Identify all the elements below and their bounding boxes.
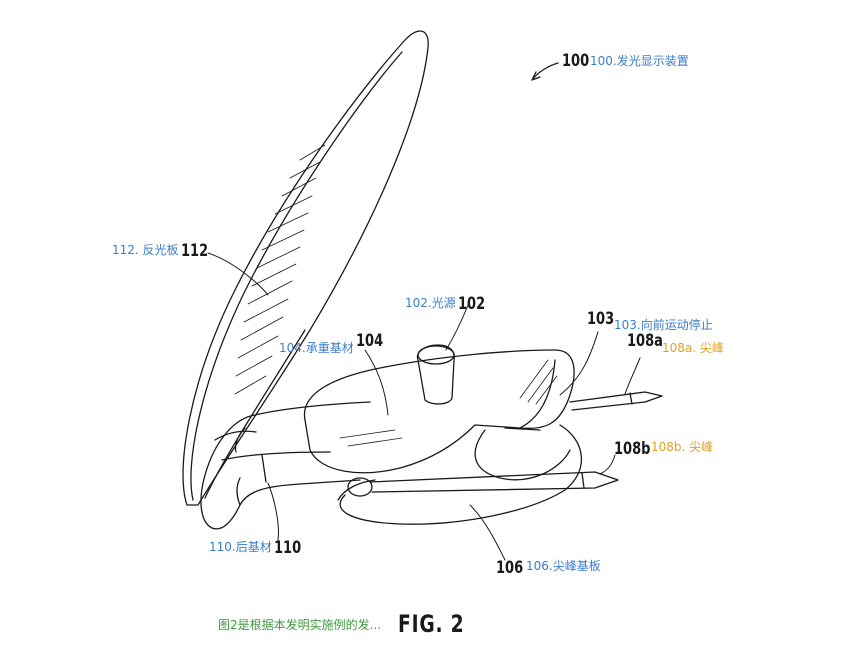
load-bearing-substrate (303, 349, 575, 474)
spike-base-plate (337, 424, 582, 525)
annotation-108b: 108b. 尖峰 (651, 440, 714, 454)
arrow-100-icon (531, 62, 559, 81)
ref-102: 102 (458, 294, 486, 314)
ref-108b: 108b (614, 439, 651, 459)
light-source (416, 344, 456, 405)
annotation-104: 104.承重基材 (279, 341, 354, 355)
ref-104: 104 (356, 331, 384, 351)
annotation-106: 106.尖峰基板 (526, 559, 601, 573)
annotation-100: 100.发光显示装置 (590, 54, 689, 68)
ref-108a: 108a (627, 331, 663, 351)
ref-100: 100 (562, 51, 590, 71)
annotation-110: 110.后基材 (209, 540, 272, 554)
substrate-hatching (339, 359, 558, 447)
ref-103: 103 (587, 309, 615, 329)
rear-substrate (200, 401, 371, 530)
reflector-hatching (234, 144, 326, 395)
ref-112: 112 (181, 241, 209, 261)
figure-description: 图2是根据本发明实施例的发... (218, 618, 382, 632)
spike-108a (569, 391, 663, 411)
figure-label: FIG. 2 (398, 610, 465, 638)
ref-106: 106 (496, 558, 524, 578)
leader-lines (207, 252, 641, 561)
annotation-108a: 108a. 尖峰 (662, 341, 724, 355)
ref-110: 110 (274, 538, 302, 558)
annotation-102: 102.光源 (405, 296, 456, 310)
annotation-103: 103.向前运动停止 (614, 318, 713, 332)
spike-108b (347, 471, 619, 497)
annotation-112: 112. 反光板 (112, 243, 179, 257)
reflector-plate (182, 30, 429, 506)
